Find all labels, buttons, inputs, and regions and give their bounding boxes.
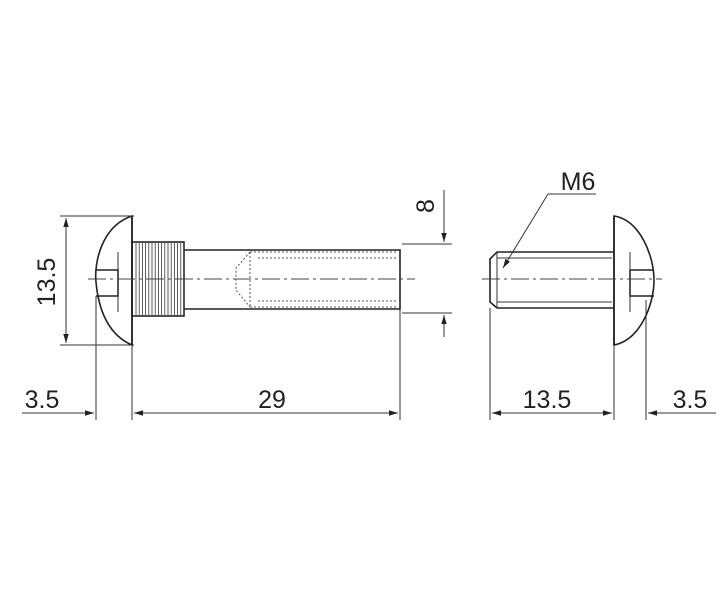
label-head-height-left: 3.5 [25, 386, 60, 414]
label-sleeve-length: 29 [258, 386, 286, 414]
label-sleeve-diameter: 8 [412, 199, 440, 213]
dim-sleeve-length: 29 [134, 386, 398, 416]
screw [482, 215, 662, 346]
dim-screw-length: 13.5 [492, 386, 612, 416]
internal-thread [235, 251, 398, 308]
dim-thread: M6 [502, 168, 596, 269]
label-head-diameter: 13.5 [33, 258, 61, 307]
sleeve-head-slot [96, 269, 119, 297]
screw-thread-body [489, 251, 614, 309]
screw-head [613, 215, 655, 346]
screw-head-slot [629, 269, 654, 297]
label-head-height-right: 3.5 [673, 386, 708, 414]
label-screw-length: 13.5 [523, 386, 572, 414]
dim-head-height-left: 3.5 [22, 386, 94, 416]
dim-sleeve-diameter: 8 [402, 190, 452, 337]
dim-head-height-right: 3.5 [648, 386, 716, 416]
label-thread: M6 [561, 168, 596, 196]
sleeve-nut [88, 214, 415, 347]
dim-head-diameter: 13.5 [33, 215, 134, 346]
sleeve-head [94, 214, 133, 347]
